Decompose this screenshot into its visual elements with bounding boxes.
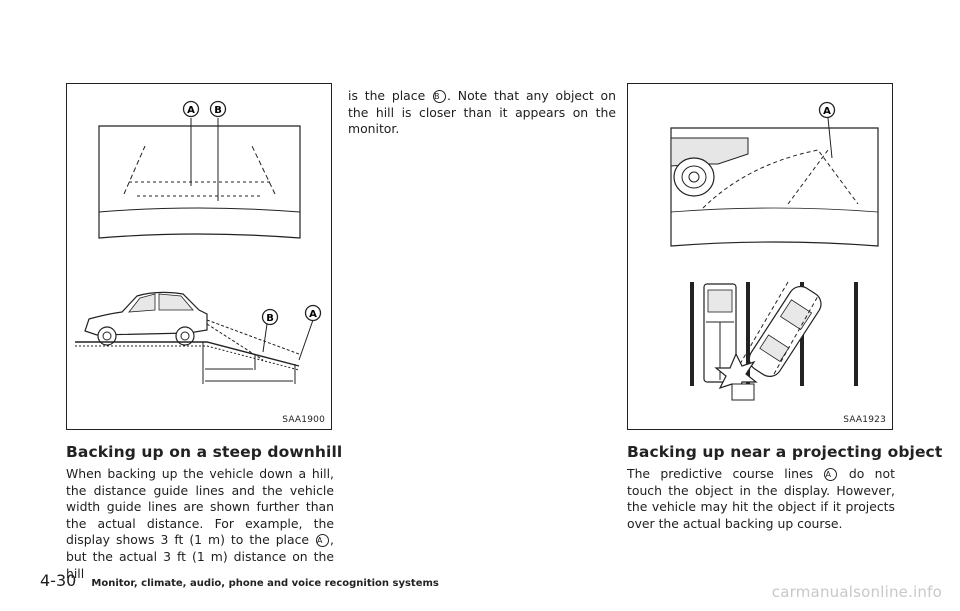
figure-code: SAA1923 [843,415,886,425]
body-text: . Note that any object on the hill is cl… [348,88,616,137]
figure-code: SAA1900 [282,415,325,425]
projecting-object-illustration: A [670,101,879,401]
page-footer: 4-30 Monitor, climate, audio, phone and … [40,571,439,590]
ref-a-marker: A [824,468,838,481]
downhill-body-continued: is the place B. Note that any object on … [348,88,616,138]
downhill-illustration: A B B A [75,100,322,384]
section-heading-projecting: Backing up near a projecting object [627,443,943,461]
section-heading-downhill: Backing up on a steep downhill [66,443,343,461]
body-text: When backing up the vehicle down a hill,… [66,466,334,548]
figure-projecting-object: A SAA1923 [627,83,893,430]
projecting-body: The predictive course lines A do not tou… [627,466,895,532]
body-text: is the place [348,88,426,103]
callout-a-monitor: A [823,106,831,117]
ref-a-marker: A [316,534,330,548]
page-number: 4-30 [40,571,77,590]
body-text: The predictive course lines [627,466,814,481]
body-text: do not touch the object in the display. … [627,466,895,531]
site-watermark: carmanualsonline.info [771,583,942,601]
callout-b-side: B [266,313,274,324]
chapter-title: Monitor, climate, audio, phone and voice… [91,578,439,589]
figure-steep-downhill: A B B A SAA1900 [66,83,332,430]
callout-a-top: A [187,105,195,116]
callout-a-side: A [309,309,317,320]
callout-b-top: B [214,105,222,116]
body-text: , but the actual 3 ft (1 m) distance on … [66,532,334,581]
ref-b-marker: B [433,90,447,103]
downhill-body: When backing up the vehicle down a hill,… [66,466,334,582]
